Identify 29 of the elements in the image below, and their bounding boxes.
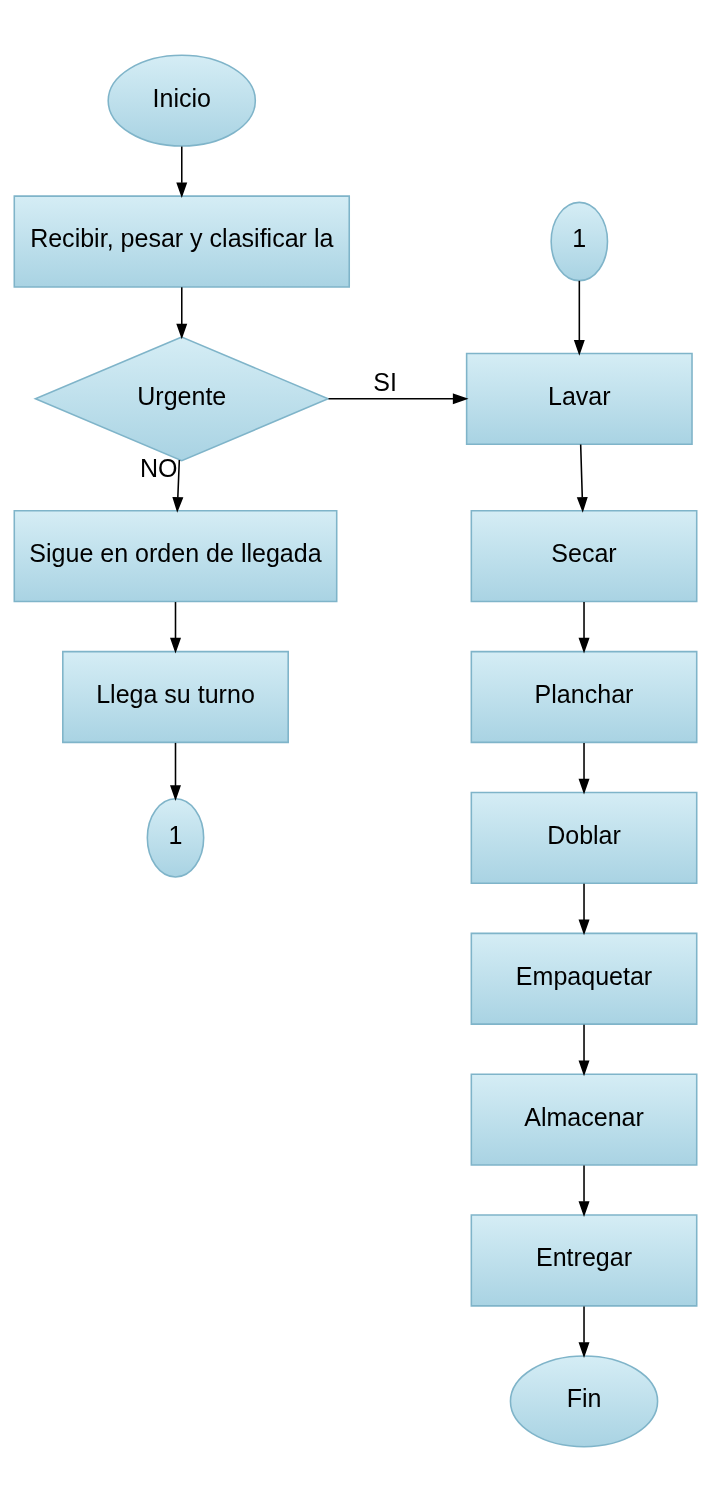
node-box: Secar	[470, 509, 698, 602]
node-box: Doblar	[470, 791, 698, 884]
node-box: Sigue en orden de llegada	[13, 509, 338, 602]
node-ellipse: 1	[146, 797, 205, 878]
arrow	[172, 458, 184, 513]
node-box: Llega su turno	[62, 650, 289, 743]
arrow	[578, 600, 590, 654]
arrow	[576, 443, 588, 513]
node-ellipse: Fin	[509, 1354, 659, 1448]
arrow	[176, 286, 188, 339]
arrow	[170, 600, 181, 654]
node-ellipse: Inicio	[107, 53, 257, 147]
node-box: Entregar	[470, 1213, 698, 1307]
node-ellipse: 1	[550, 201, 609, 281]
arrow	[578, 882, 590, 935]
node-box: Almacenar	[470, 1072, 698, 1166]
arrow	[578, 1305, 590, 1358]
node-box: Lavar	[465, 352, 693, 445]
edge-label: SI	[373, 367, 398, 396]
node-box: Recibir, pesar y clasificar la	[13, 194, 351, 288]
arrow	[176, 145, 188, 198]
arrow	[573, 279, 585, 356]
arrow	[578, 741, 590, 794]
node-box: Empaquetar	[470, 932, 698, 1025]
node-box: Planchar	[470, 650, 698, 743]
arrow	[578, 1023, 590, 1076]
arrow	[578, 1164, 590, 1217]
arrow	[327, 392, 469, 404]
arrow	[170, 741, 181, 801]
